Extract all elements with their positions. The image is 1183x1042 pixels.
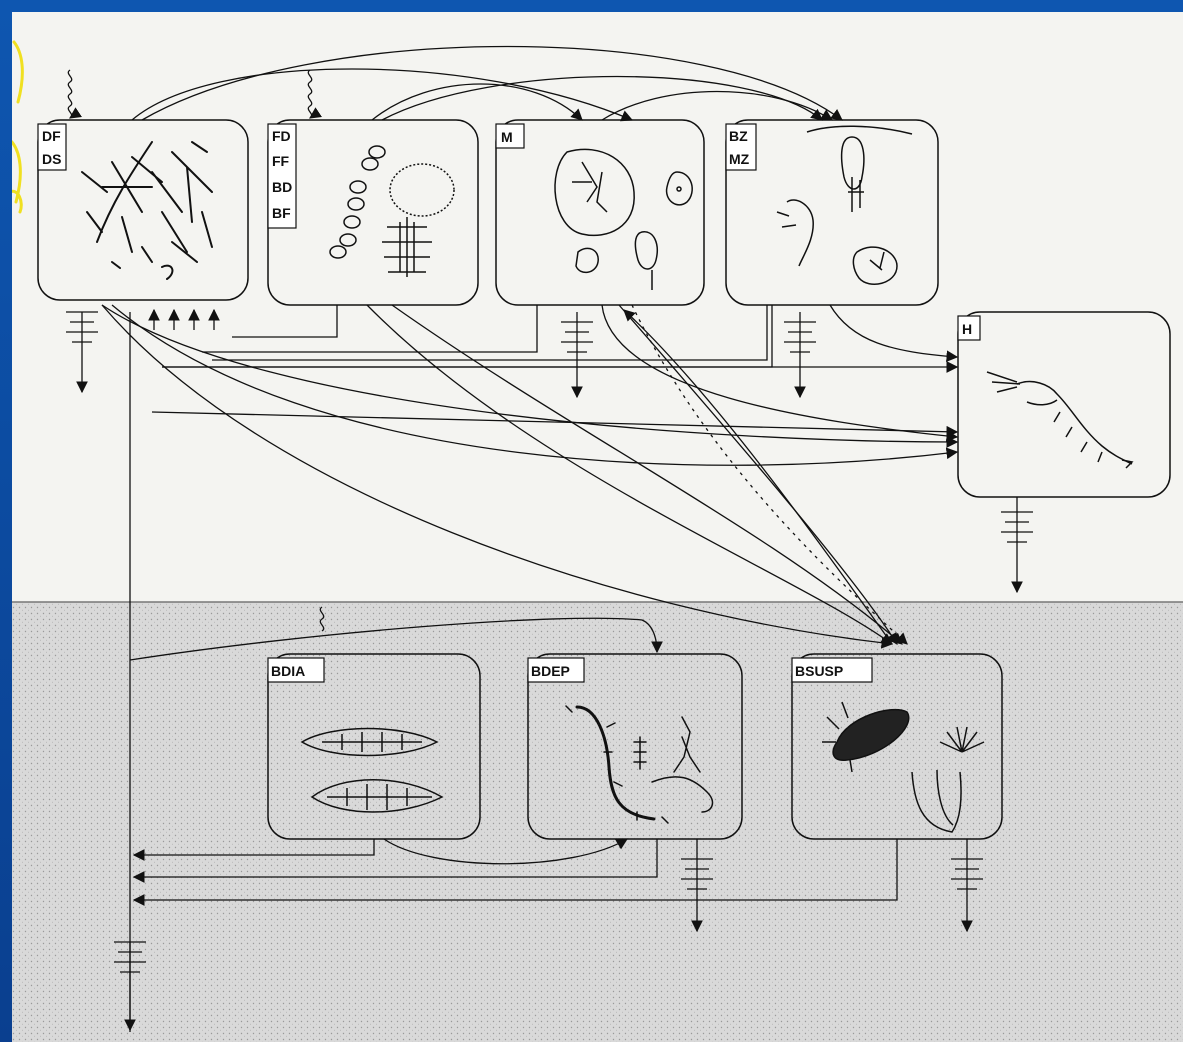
- food-web-diagram: DF DS FD FF BD BF M BZ MZ H BDIA BDEP BS…: [12, 12, 1183, 1042]
- detritus-illustration: [82, 142, 212, 279]
- box-df-ds: [38, 120, 248, 300]
- label-bsusp: BSUSP: [795, 663, 843, 679]
- box-h: [958, 312, 1170, 497]
- label-bdep: BDEP: [531, 663, 570, 679]
- label-df: DF: [42, 128, 61, 144]
- label-h: H: [962, 321, 972, 337]
- box-m: [496, 120, 704, 305]
- label-mz: MZ: [729, 151, 750, 167]
- label-fd: FD: [272, 128, 291, 144]
- label-ds: DS: [42, 151, 61, 167]
- label-ff: FF: [272, 153, 290, 169]
- label-bdia: BDIA: [271, 663, 305, 679]
- label-bf: BF: [272, 205, 291, 221]
- label-bz: BZ: [729, 128, 748, 144]
- phytoplankton-illustration: [330, 146, 454, 277]
- zooplankton-illustration: [777, 126, 912, 284]
- label-bd: BD: [272, 179, 292, 195]
- label-m: M: [501, 129, 513, 145]
- sediment-layer: [12, 602, 1183, 1042]
- box-bz-mz: [726, 120, 938, 305]
- microzooplankton-illustration: [555, 149, 692, 290]
- handwriting-annotation: [12, 42, 22, 212]
- mysid-illustration: [987, 372, 1132, 468]
- box-fd-ff-bd-bf: [268, 120, 478, 305]
